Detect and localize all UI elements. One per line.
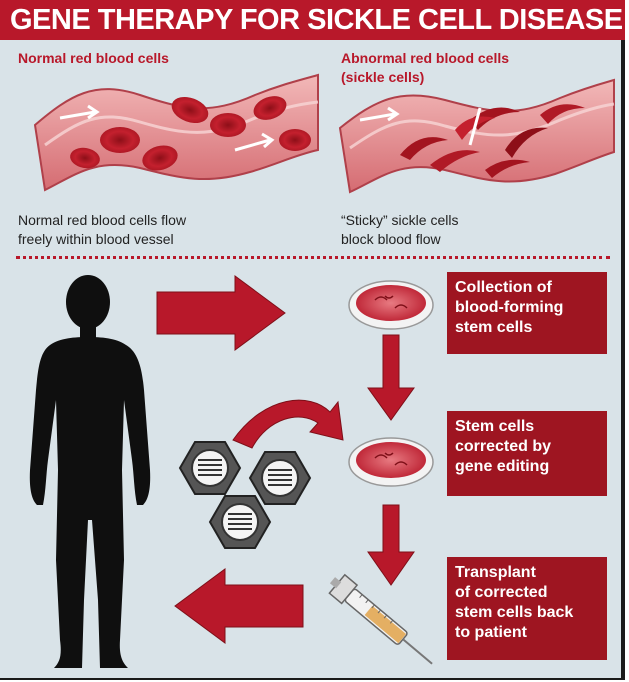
sickle-cell-icon xyxy=(470,107,520,130)
normal-cells-title: Normal red blood cells xyxy=(18,50,169,66)
red-blood-cell-icon xyxy=(100,127,140,153)
step-transplant-box: Transplant of corrected stem cells back … xyxy=(447,557,607,660)
step-correction-line1: Stem cells xyxy=(455,418,535,435)
arrow-curved-icon xyxy=(232,399,344,449)
step-transplant-line2: of corrected xyxy=(455,584,548,601)
sickle-cell-icon xyxy=(485,159,530,178)
sickle-cell-icon xyxy=(505,127,548,158)
red-blood-cell-icon xyxy=(253,96,287,120)
arrow-down-icon xyxy=(367,334,415,421)
arrow-down-icon xyxy=(367,504,415,586)
step-correction-line3: gene editing xyxy=(455,458,550,475)
abnormal-cells-title-line2: (sickle cells) xyxy=(341,69,425,85)
abnormal-cells-title-line1: Abnormal red blood cells xyxy=(341,50,510,66)
sickle-cell-icon xyxy=(400,137,448,160)
sickle-cell-icon xyxy=(455,116,495,140)
step-correction-line2: corrected by xyxy=(455,438,552,455)
sickle-cell-icon xyxy=(430,150,480,172)
viral-vector-icon xyxy=(248,451,312,505)
abnormal-caption-line1: “Sticky” sickle cells xyxy=(341,212,459,228)
arrow-right-icon xyxy=(156,275,286,351)
step-collection-box: Collection of blood-forming stem cells xyxy=(447,272,607,354)
abnormal-caption-line2: block blood flow xyxy=(341,231,441,247)
step-collection-line2: blood-forming xyxy=(455,299,564,316)
step-transplant-line4: to patient xyxy=(455,624,527,641)
red-blood-cell-icon xyxy=(142,145,178,171)
viral-vector-icon xyxy=(208,495,272,549)
step-transplant-line3: stem cells back xyxy=(455,604,574,621)
sickle-blood-vessel-icon xyxy=(338,78,615,194)
syringe-icon xyxy=(328,573,433,665)
step-transplant-line1: Transplant xyxy=(455,564,536,581)
red-blood-cell-icon xyxy=(70,147,100,169)
human-silhouette-icon xyxy=(29,275,151,668)
section-divider xyxy=(16,256,610,259)
petri-dish-icon xyxy=(348,437,434,487)
step-collection-line3: stem cells xyxy=(455,319,533,336)
step-correction-box: Stem cells corrected by gene editing xyxy=(447,411,607,496)
page-title: GENE THERAPY FOR SICKLE CELL DISEASE xyxy=(0,0,625,40)
petri-dish-icon xyxy=(348,280,434,330)
normal-caption-line1: Normal red blood cells flow xyxy=(18,212,187,228)
arrow-left-icon xyxy=(174,568,304,644)
sickle-cell-icon xyxy=(540,104,585,124)
step-collection-line1: Collection of xyxy=(455,279,552,296)
viral-vector-icon xyxy=(178,441,242,495)
normal-blood-vessel-icon xyxy=(33,73,319,192)
red-blood-cell-icon xyxy=(171,96,209,124)
red-blood-cell-icon xyxy=(279,129,311,151)
red-blood-cell-icon xyxy=(210,113,246,137)
normal-caption-line2: freely within blood vessel xyxy=(18,231,174,247)
